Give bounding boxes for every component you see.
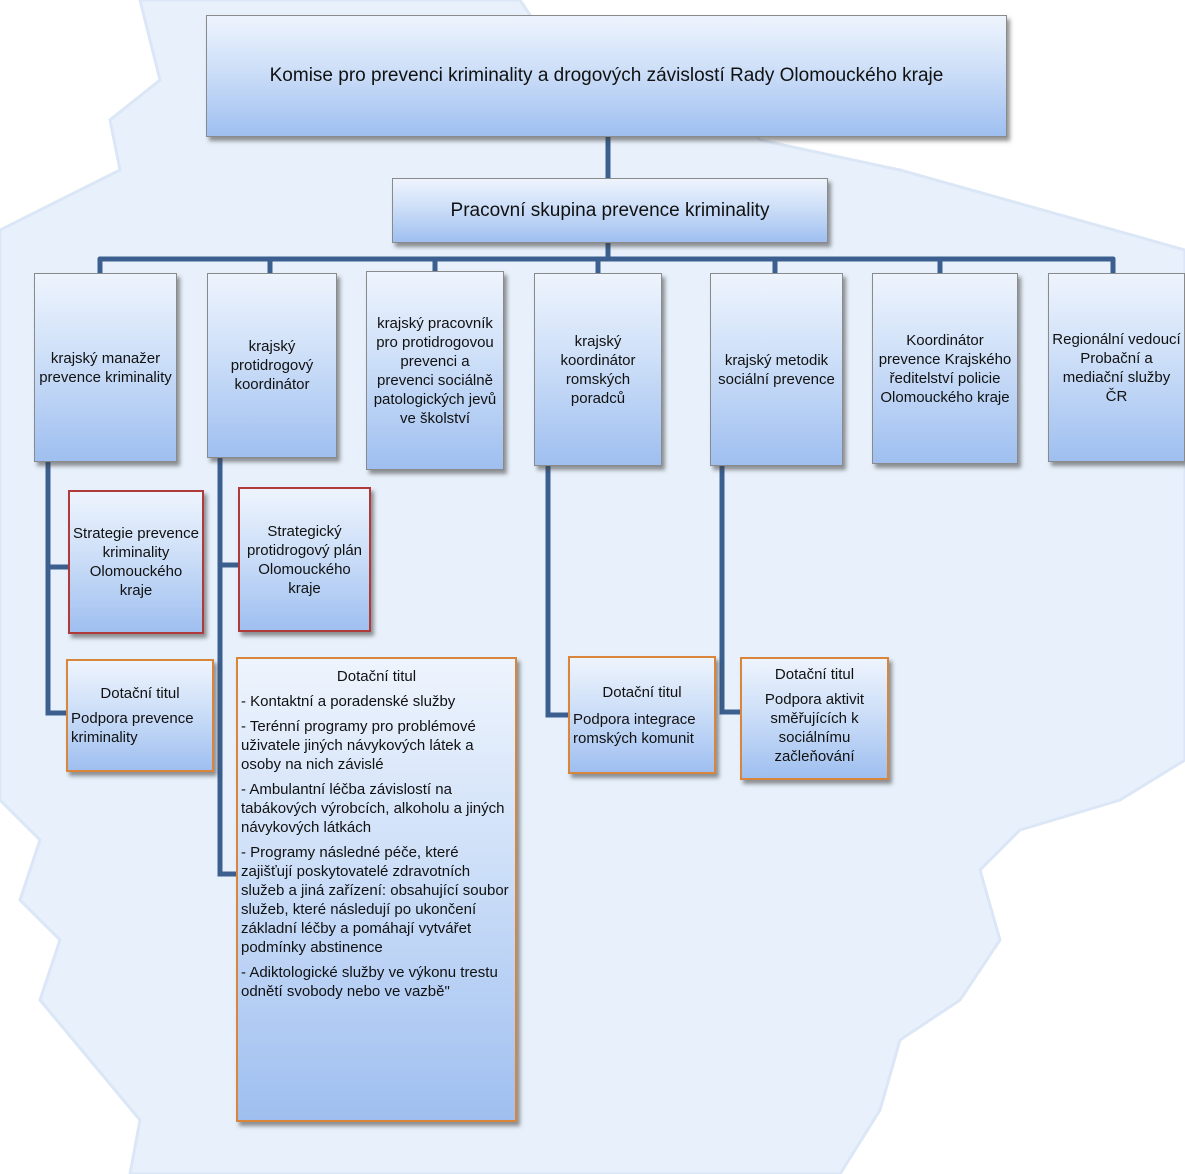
connector-roma-branch [545, 463, 573, 718]
crime-strategy-label: Strategie prevence kriminality Olomoucké… [73, 525, 199, 599]
role-label-school-worker: krajský pracovník pro protidrogovou prev… [373, 314, 497, 427]
role-box-school-worker: krajský pracovník pro protidrogovou prev… [366, 271, 504, 470]
grant-text-social: Podpora aktivit směřujících k sociálnímu… [764, 691, 865, 765]
grant-title-drug: Dotační titul [336, 668, 417, 685]
connector-drug-branch [217, 455, 241, 877]
grant-title-roma: Dotační titul [602, 683, 682, 701]
role-box-police-coordinator: Koordinátor prevence Krajského ředitelst… [872, 273, 1018, 464]
role-label-probation-head: Regionální vedoucí Probační a mediační s… [1052, 330, 1181, 405]
role-box-roma-coordinator: krajský koordinátor romských poradců [534, 273, 662, 466]
grant-item-drug-3: - Ambulantní léčba závislostí na tabákov… [241, 781, 505, 836]
drug-plan-box: Strategický protidrogový plán Olomouckéh… [238, 487, 371, 632]
grant-text-roma: Podpora integrace romských komunit [573, 710, 696, 747]
grant-title-crime: Dotační titul [100, 685, 180, 702]
crime-strategy-box: Strategie prevence kriminality Olomoucké… [68, 490, 204, 634]
grant-box-roma: Dotační titul Podpora integrace romských… [568, 656, 716, 774]
role-label-police-coordinator: Koordinátor prevence Krajského ředitelst… [878, 331, 1012, 406]
role-box-drug-coordinator: krajský protidrogový koordinátor [207, 273, 337, 458]
grant-box-crime: Dotační titul Podpora prevence kriminali… [66, 659, 214, 772]
commission-label: Komise pro prevenci kriminality a drogov… [269, 65, 944, 86]
role-label-social-methodist: krajský metodik sociální prevence [718, 351, 835, 388]
role-label-manager: krajský manažer prevence kriminality [39, 349, 172, 386]
grant-item-drug-2: - Terénní programy pro problémové uživat… [241, 718, 476, 773]
grant-box-social: Dotační titul Podpora aktivit směřujícíc… [740, 657, 889, 780]
grant-item-drug-4: - Programy následné péče, které zajišťuj… [241, 844, 509, 956]
commission-box: Komise pro prevenci kriminality a drogov… [206, 15, 1007, 137]
grant-item-drug-1: - Kontaktní a poradenské služby [241, 693, 456, 710]
working-group-label: Pracovní skupina prevence kriminality [450, 199, 770, 221]
grant-box-drug: Dotační titul - Kontaktní a poradenské s… [236, 657, 517, 1122]
role-label-roma-coordinator: krajský koordinátor romských poradců [560, 332, 636, 407]
grant-text-crime: Podpora prevence kriminality [71, 710, 194, 746]
role-box-manager: krajský manažer prevence kriminality [34, 273, 177, 462]
connector-social-branch [719, 463, 745, 715]
working-group-box: Pracovní skupina prevence kriminality [392, 178, 828, 243]
role-box-probation-head: Regionální vedoucí Probační a mediační s… [1048, 273, 1185, 462]
grant-item-drug-5: - Adiktologické služby ve výkonu trestu … [241, 964, 498, 1000]
role-label-drug-coordinator: krajský protidrogový koordinátor [230, 338, 314, 393]
connector-manager-branch [45, 459, 73, 716]
role-box-social-methodist: krajský metodik sociální prevence [710, 273, 843, 466]
drug-plan-label: Strategický protidrogový plán Olomouckéh… [246, 522, 363, 597]
grant-title-social: Dotační titul [774, 666, 855, 683]
